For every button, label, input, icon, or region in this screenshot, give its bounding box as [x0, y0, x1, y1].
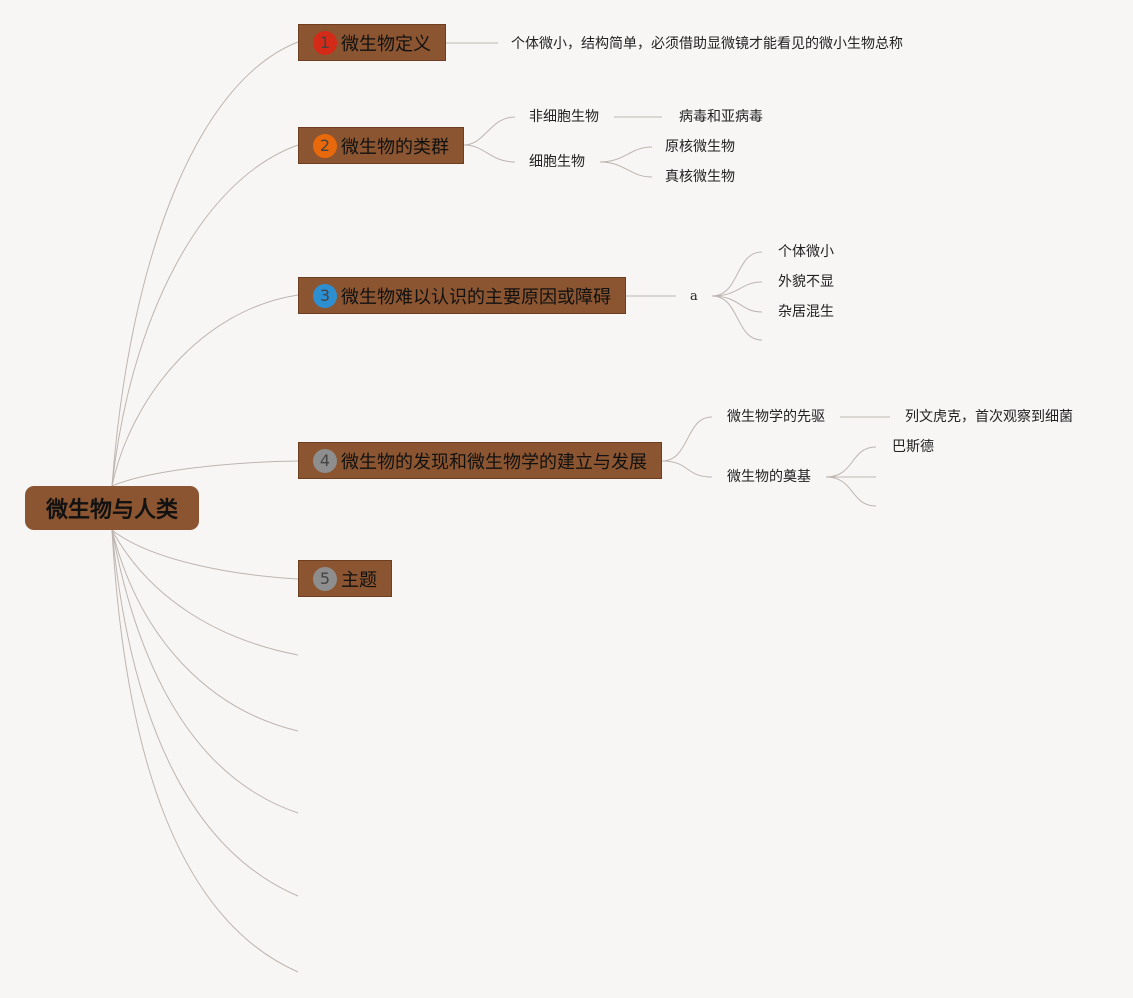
number-badge-icon: 4: [313, 448, 337, 473]
branch-line: [599, 161, 653, 178]
branch-line: [111, 529, 299, 732]
leaf-cellular[interactable]: 细胞生物: [529, 154, 585, 170]
number-badge-icon: 2: [313, 133, 337, 158]
branch-line: [463, 116, 516, 146]
branch-line: [111, 529, 299, 580]
branch-line: [111, 529, 299, 973]
leaf-pasteur[interactable]: 巴斯德: [892, 439, 934, 455]
leaf-pioneer[interactable]: 微生物学的先驱: [727, 409, 825, 425]
leaf-a[interactable]: a: [690, 289, 698, 304]
root-topic[interactable]: 微生物与人类: [25, 486, 199, 530]
branch-line: [711, 295, 763, 341]
branch-line: [599, 146, 653, 163]
branch-line: [463, 144, 516, 163]
branch-line: [111, 460, 299, 487]
branch-line: [111, 529, 299, 656]
topic-definition[interactable]: 1 微生物定义: [298, 24, 446, 61]
topic-theme[interactable]: 5 主题: [298, 560, 392, 597]
branch-line: [111, 144, 299, 487]
topic-obstacles[interactable]: 3 微生物难以认识的主要原因或障碍: [298, 277, 626, 314]
leaf-non-cellular[interactable]: 非细胞生物: [529, 109, 599, 125]
leaf-virus[interactable]: 病毒和亚病毒: [679, 109, 763, 125]
leaf-mixed[interactable]: 杂居混生: [778, 304, 834, 320]
branch-line: [825, 446, 877, 478]
leaf-prokaryote[interactable]: 原核微生物: [665, 139, 735, 155]
branch-line: [661, 460, 713, 478]
branch-line: [711, 281, 763, 297]
leaf-definition[interactable]: 个体微小，结构简单，必须借助显微镜才能看见的微小生物总称: [511, 36, 903, 52]
branch-line: [825, 476, 877, 507]
root-label: 微生物与人类: [45, 498, 178, 523]
topic-label: 微生物难以认识的主要原因或障碍: [341, 286, 611, 308]
number-badge-icon: 3: [313, 283, 337, 308]
topic-label: 微生物定义: [341, 33, 431, 55]
topic-groups[interactable]: 2 微生物的类群: [298, 127, 464, 164]
leaf-leeuwenhoek[interactable]: 列文虎克，首次观察到细菌: [905, 409, 1073, 425]
topic-history[interactable]: 4 微生物的发现和微生物学的建立与发展: [298, 442, 662, 479]
leaf-foundation[interactable]: 微生物的奠基: [727, 469, 811, 485]
number-badge-icon: 5: [313, 566, 337, 591]
topic-label: 微生物的发现和微生物学的建立与发展: [341, 451, 647, 473]
branch-line: [111, 41, 299, 487]
branch-line: [111, 294, 299, 487]
branch-line: [661, 416, 713, 462]
branch-line: [111, 529, 299, 897]
leaf-tiny[interactable]: 个体微小: [778, 244, 834, 260]
leaf-appearance[interactable]: 外貌不显: [778, 274, 834, 290]
branch-line: [111, 529, 299, 814]
topic-label: 微生物的类群: [341, 136, 449, 158]
branch-line: [711, 295, 763, 313]
number-badge-icon: 1: [313, 30, 337, 55]
leaf-eukaryote[interactable]: 真核微生物: [665, 169, 735, 185]
branch-line: [711, 251, 763, 297]
topic-label: 主题: [341, 569, 377, 591]
